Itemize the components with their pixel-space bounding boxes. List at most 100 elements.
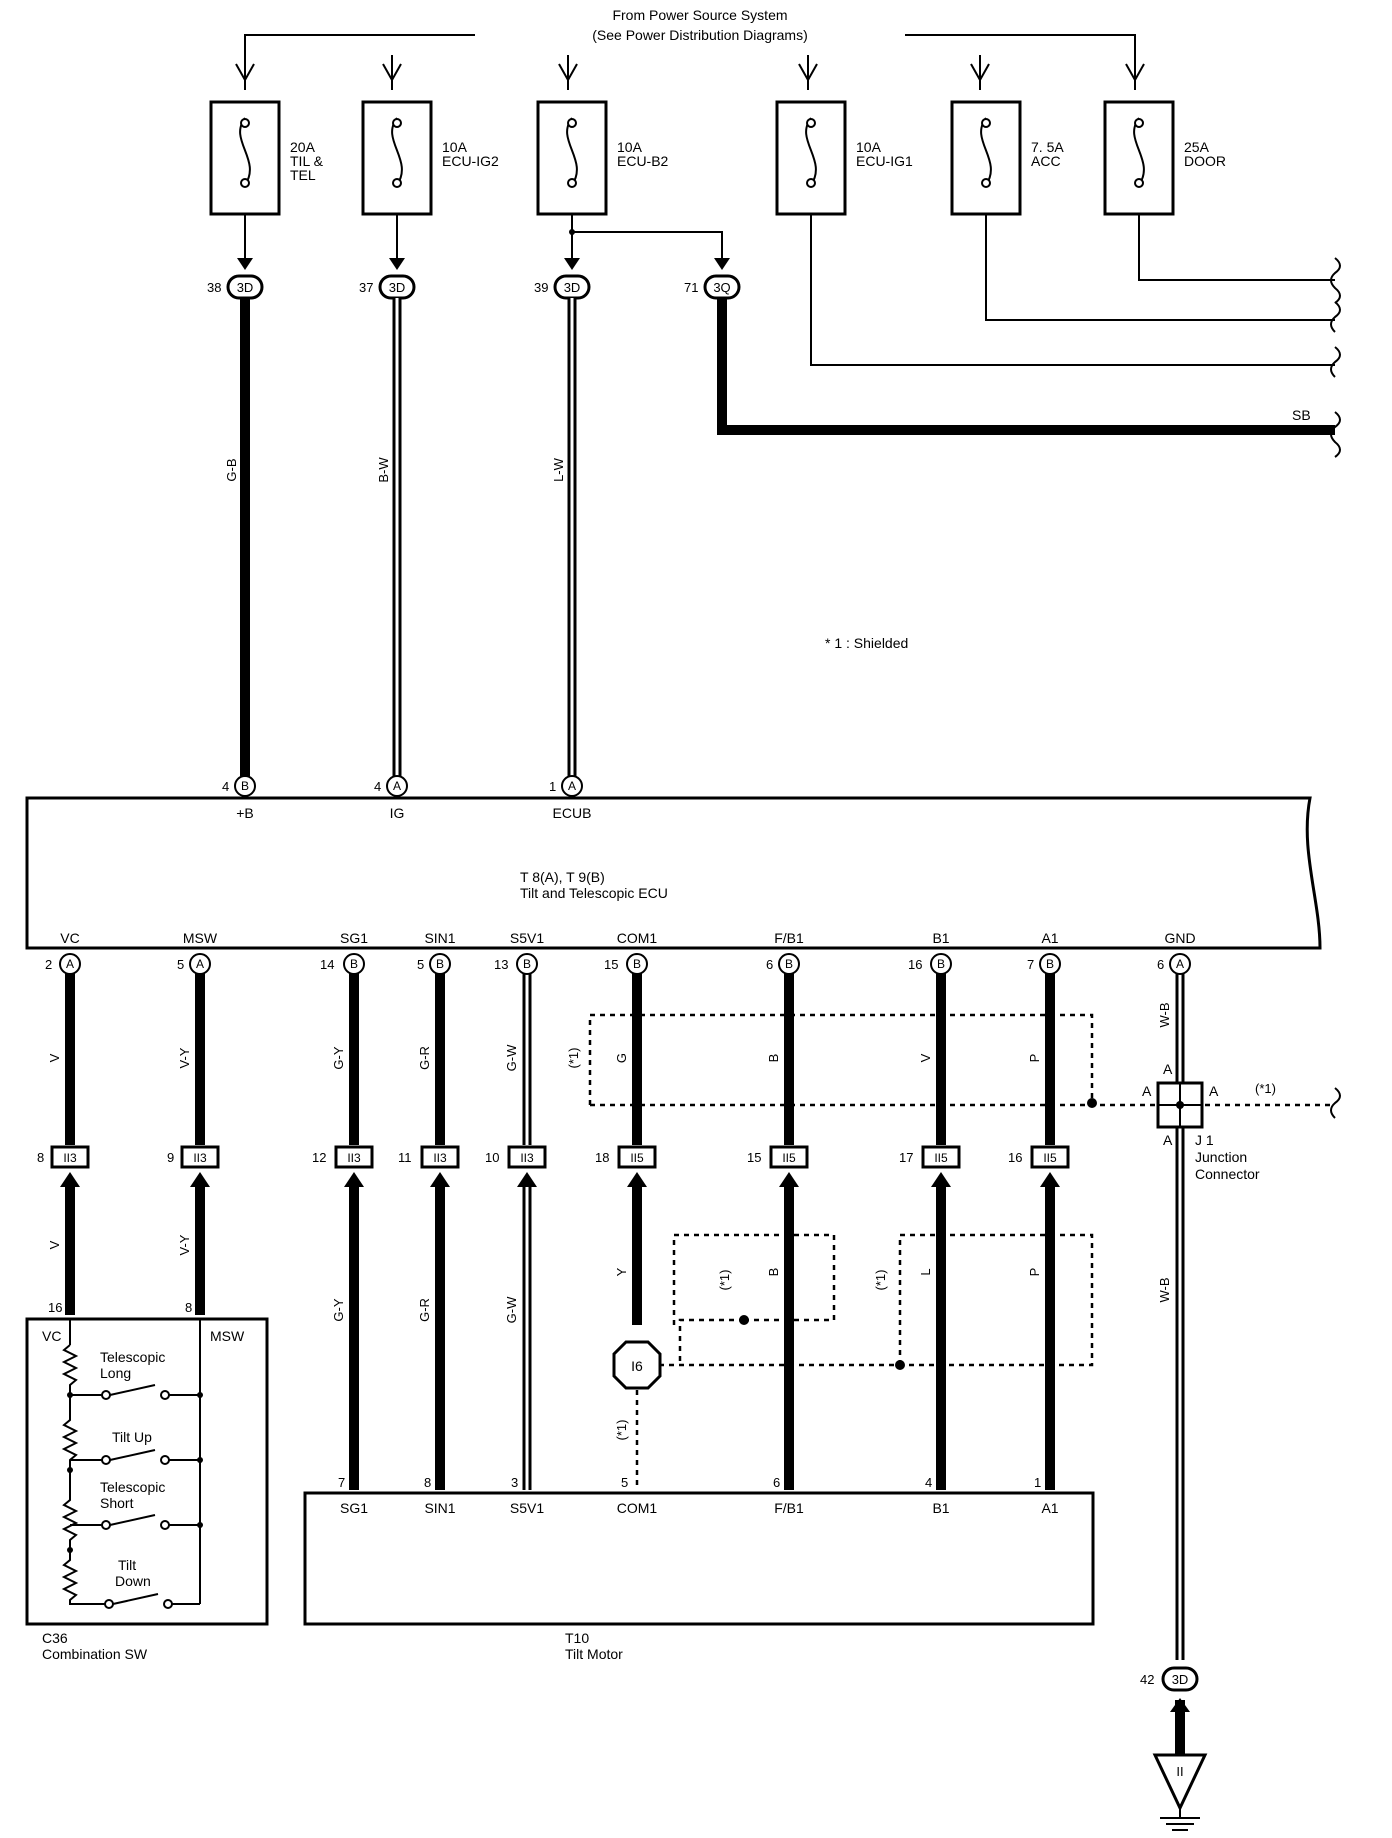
- pin-num: 4: [222, 779, 229, 794]
- pin-num: 13: [494, 957, 508, 972]
- fuse-name: TIL &: [290, 153, 324, 169]
- wire-color: G: [614, 1053, 629, 1063]
- fuse-ecu-ig2: 10A ECU-IG2: [361, 100, 499, 216]
- conn-3d: 3D: [389, 280, 406, 295]
- pin-num: 4: [925, 1475, 932, 1490]
- ecu-name: Tilt and Telescopic ECU: [520, 885, 668, 901]
- fuse-amp: 20A: [290, 139, 316, 155]
- pin-label: +B: [236, 805, 254, 821]
- pin-conn: B: [241, 779, 249, 793]
- fuse-name: ECU-IG2: [442, 153, 499, 169]
- conn-3d: 3D: [564, 280, 581, 295]
- fuse-amp: 25A: [1184, 139, 1210, 155]
- pin-num: 7: [338, 1475, 345, 1490]
- switch-label: Telescopic: [100, 1479, 165, 1495]
- pin-num: 5: [177, 957, 184, 972]
- ecu-bottom-pins: A 2 VC V A 5 MSW V-Y B 14 SG1 G-Y B 5 SI…: [45, 930, 1196, 1071]
- pin-num: 17: [899, 1150, 913, 1165]
- pin-num: 37: [359, 280, 373, 295]
- wire-color: G-R: [417, 1046, 432, 1070]
- shield-label: (*1): [614, 1420, 629, 1441]
- i6-label: I6: [631, 1358, 643, 1374]
- motor-pin-label: B1: [932, 1500, 949, 1516]
- fuse-amp: 10A: [442, 139, 468, 155]
- pin-num: 16: [1008, 1150, 1022, 1165]
- wire-color: V-Y: [177, 1234, 192, 1255]
- ii-conn: II3: [520, 1151, 534, 1165]
- fuse-name: ECU-IG1: [856, 153, 913, 169]
- j1-pin: A: [1163, 1132, 1173, 1148]
- ii-conn: II3: [433, 1151, 447, 1165]
- upper-shield: (*1) (*1): [566, 1013, 1341, 1119]
- junction-connector-j1: A A A A J 1 Junction Connector W-B: [1142, 1061, 1260, 1303]
- power-source-title: From Power Source System: [612, 7, 787, 23]
- pin-conn: B: [523, 957, 531, 971]
- wire-color: P: [1027, 1268, 1042, 1277]
- pin-conn: A: [568, 779, 576, 793]
- wire-color: G-B: [224, 458, 239, 481]
- wire-color: G-R: [417, 1298, 432, 1322]
- conn-3q: 3Q: [713, 280, 730, 295]
- wire-color: V-Y: [177, 1047, 192, 1068]
- pin-num: 14: [320, 957, 334, 972]
- j1-pin: A: [1163, 1061, 1173, 1077]
- pin-conn: B: [633, 957, 641, 971]
- fuse-acc: 7. 5A ACC: [950, 100, 1064, 216]
- ii-conn: II3: [193, 1151, 207, 1165]
- pin-label: SG1: [340, 930, 368, 946]
- motor-name: Tilt Motor: [565, 1646, 623, 1662]
- pin-label: ECUB: [553, 805, 592, 821]
- pin-num: 38: [207, 280, 221, 295]
- switch-ref: C36: [42, 1630, 68, 1646]
- ii-conn: II5: [630, 1151, 644, 1165]
- ii-conn: II3: [347, 1151, 361, 1165]
- wire-color: G-Y: [331, 1046, 346, 1069]
- wire-color: L: [918, 1268, 933, 1275]
- switch-label: Tilt Up: [112, 1429, 152, 1445]
- fuse-name: ACC: [1031, 153, 1061, 169]
- pin-num: 71: [684, 280, 698, 295]
- j1-name: J 1: [1195, 1132, 1214, 1148]
- fuse-name: DOOR: [1184, 153, 1226, 169]
- fuse-name: ECU-B2: [617, 153, 669, 169]
- pin-num: 8: [185, 1300, 192, 1315]
- pin-num: 15: [747, 1150, 761, 1165]
- ground-connection: 3D 42 II: [1140, 1666, 1208, 1831]
- pin-num: 8: [37, 1150, 44, 1165]
- pin-num: 42: [1140, 1672, 1154, 1687]
- switch-msw-label: MSW: [210, 1328, 245, 1344]
- wire-color: Y: [614, 1267, 629, 1276]
- pin-conn: B: [785, 957, 793, 971]
- pin-num: 8: [424, 1475, 431, 1490]
- shield-label: (*1): [1255, 1081, 1276, 1096]
- wire-color: W-B: [1157, 1002, 1172, 1027]
- switch-name: Combination SW: [42, 1646, 148, 1662]
- pin-num: 6: [766, 957, 773, 972]
- shield-label: (*1): [566, 1048, 581, 1069]
- wire-color: B: [766, 1268, 781, 1277]
- pin-num: 1: [549, 779, 556, 794]
- ecu-top-pins: B 4 +B A 4 IG A 1 ECUB: [222, 775, 592, 821]
- motor-pin-label: SG1: [340, 1500, 368, 1516]
- pin-num: 2: [45, 957, 52, 972]
- motor-pin-label: COM1: [617, 1500, 658, 1516]
- j1-desc: Junction: [1195, 1149, 1247, 1165]
- fuse-name: TEL: [290, 167, 316, 183]
- ground-symbol-label: II: [1176, 1764, 1183, 1779]
- shield-label: (*1): [717, 1270, 732, 1291]
- pin-conn: A: [66, 957, 74, 971]
- tilt-telescopic-ecu: T 8(A), T 9(B) Tilt and Telescopic ECU: [25, 796, 1322, 950]
- i6-ground-point: I6: [612, 1340, 662, 1390]
- pin-conn: A: [1176, 957, 1184, 971]
- switch-label: Tilt: [118, 1557, 136, 1573]
- j1-desc: Connector: [1195, 1166, 1260, 1182]
- tilt-motor: 7 8 3 5 6 4 1 SG1 SIN1 S5V1 COM1 F/B1 B1…: [303, 1475, 1095, 1662]
- pin-num: 10: [485, 1150, 499, 1165]
- power-source-subtitle: (See Power Distribution Diagrams): [592, 27, 808, 43]
- pin-label: A1: [1041, 930, 1058, 946]
- pin-label: S5V1: [510, 930, 544, 946]
- pin-conn: B: [937, 957, 945, 971]
- ii-conn: II5: [934, 1151, 948, 1165]
- pin-label: COM1: [617, 930, 658, 946]
